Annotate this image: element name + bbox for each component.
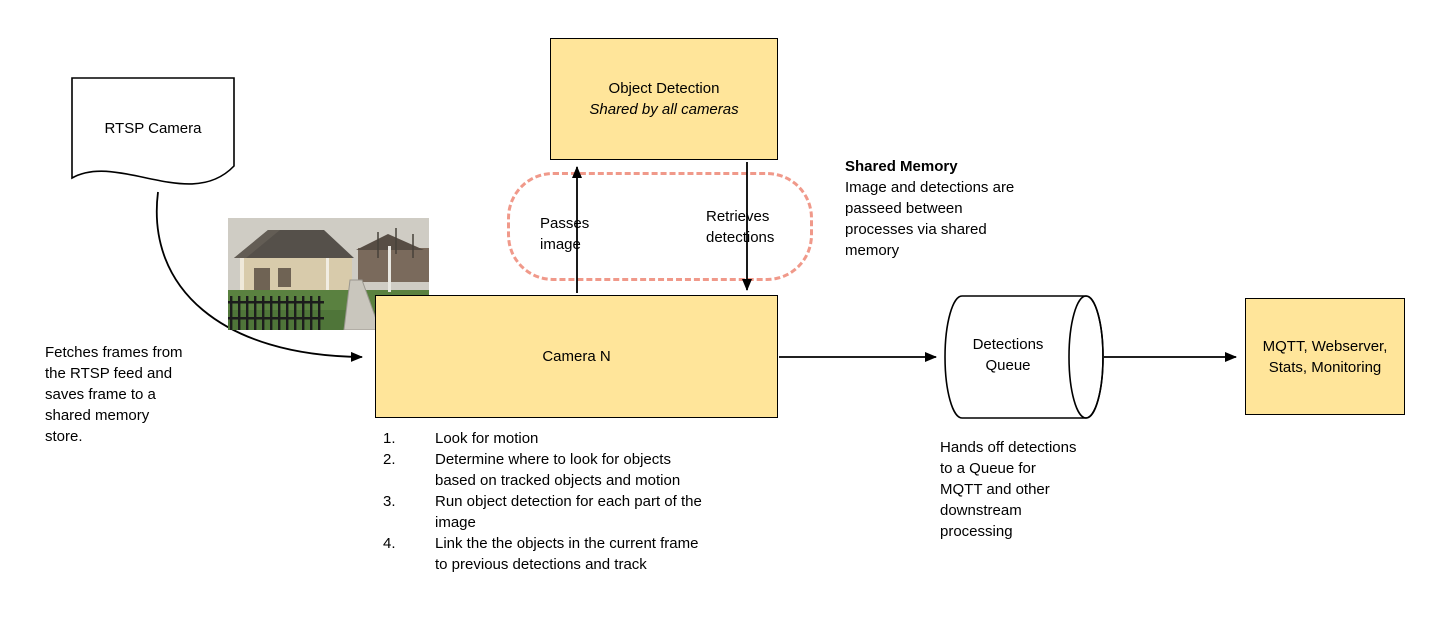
object-detection-node: Object Detection Shared by all cameras bbox=[550, 38, 778, 160]
camera-step-1-number: 1. bbox=[383, 430, 396, 447]
camera-step-3-text: Run object detection for each part of th… bbox=[435, 493, 702, 531]
outputs-node: MQTT, Webserver, Stats, Monitoring bbox=[1245, 298, 1405, 415]
passes-image-label: Passes image bbox=[540, 215, 590, 253]
camera-step-3-number: 3. bbox=[383, 493, 396, 510]
shared-memory-note-body: Image and detections are passeed between… bbox=[845, 179, 1015, 259]
object-detection-subtitle: Shared by all cameras bbox=[589, 101, 739, 118]
camera-step-2: 2. Determine where to look for objects b… bbox=[383, 449, 813, 491]
camera-snapshot-art bbox=[228, 218, 429, 331]
camera-step-4-text: Link the the objects in the current fram… bbox=[435, 535, 699, 573]
rtsp-camera-label: RTSP Camera bbox=[104, 120, 202, 137]
camera-step-2-number: 2. bbox=[383, 451, 396, 468]
detections-queue-label: Detections Queue bbox=[972, 336, 1044, 374]
arrow-rtsp-to-camera-n bbox=[155, 191, 363, 362]
camera-n-node: Camera N bbox=[375, 295, 778, 418]
outputs-label: MQTT, Webserver, Stats, Monitoring bbox=[1262, 337, 1388, 376]
retrieves-detections-label: Retrieves detections bbox=[706, 208, 775, 246]
shared-memory-note-title: Shared Memory bbox=[845, 158, 958, 175]
detections-queue-cylinder bbox=[944, 295, 1104, 419]
queue-handoff-note: Hands off detections to a Queue for MQTT… bbox=[940, 439, 1077, 540]
camera-snapshot-image bbox=[228, 218, 429, 331]
camera-n-steps-list: 1. Look for motion 2. Determine where to… bbox=[383, 428, 813, 575]
camera-step-4: 4. Link the the objects in the current f… bbox=[383, 533, 813, 575]
camera-step-2-text: Determine where to look for objects base… bbox=[435, 451, 681, 489]
camera-step-1-text: Look for motion bbox=[435, 430, 539, 447]
object-detection-title: Object Detection bbox=[608, 80, 720, 97]
camera-step-1: 1. Look for motion bbox=[383, 428, 813, 449]
shared-memory-note: Shared Memory Image and detections are p… bbox=[845, 135, 1055, 261]
camera-n-label: Camera N bbox=[542, 348, 611, 365]
shared-memory-dashed-region bbox=[507, 172, 813, 281]
rtsp-camera-document-shape bbox=[71, 77, 235, 185]
camera-step-3: 3. Run object detection for each part of… bbox=[383, 491, 813, 533]
camera-step-4-number: 4. bbox=[383, 535, 396, 552]
fetch-frames-note: Fetches frames from the RTSP feed and sa… bbox=[45, 344, 183, 445]
